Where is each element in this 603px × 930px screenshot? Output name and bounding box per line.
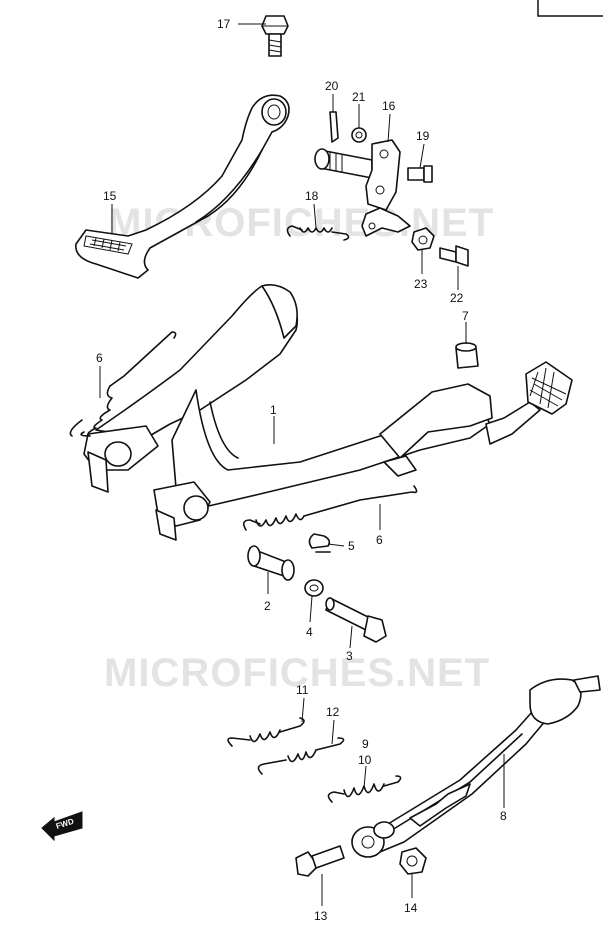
callout-21: 21 (352, 90, 366, 104)
callout-2: 2 (264, 599, 271, 613)
callout-19: 19 (416, 129, 430, 143)
callout-3: 3 (346, 649, 353, 663)
callout-13: 13 (314, 909, 328, 923)
part-14-nut (399, 847, 427, 875)
part-13-pivot-bolt (295, 845, 345, 877)
part-16-brake-shaft-bracket (314, 139, 411, 237)
callout-9: 9 (362, 737, 369, 751)
callout-12: 12 (326, 705, 340, 719)
part-23-nut (411, 227, 435, 251)
part-12-spring (257, 737, 345, 775)
callout-6-lower: 6 (376, 533, 383, 547)
callout-22: 22 (450, 291, 464, 305)
part-19-bolt (407, 165, 433, 183)
callout-15: 15 (103, 189, 117, 203)
callout-4: 4 (306, 625, 313, 639)
part-2-collar (247, 545, 295, 581)
part-22-bolt (439, 245, 469, 267)
callout-16: 16 (382, 99, 396, 113)
callout-20: 20 (325, 79, 339, 93)
callout-6-upper: 6 (96, 351, 103, 365)
part-8-side-stand (351, 675, 601, 858)
fwd-arrow-icon: FWD (41, 811, 83, 842)
watermark-bottom: MICROFICHES.NET (104, 651, 490, 695)
part-15-brake-pedal (75, 94, 290, 279)
callout-10: 10 (358, 753, 372, 767)
part-11-spring (227, 717, 305, 747)
callout-17: 17 (217, 17, 231, 31)
callout-11: 11 (296, 683, 309, 697)
part-21-washer (351, 127, 367, 143)
part-20-pin (329, 111, 339, 143)
callout-labels: 17 20 21 16 19 15 18 23 22 7 6 1 5 6 2 4… (96, 17, 507, 923)
callout-5: 5 (348, 539, 355, 553)
part-6-spring-lower (242, 485, 418, 531)
callout-18: 18 (305, 189, 319, 203)
callout-1: 1 (270, 403, 277, 417)
part-1-center-stand (83, 284, 573, 541)
leader-lines (99, 23, 505, 906)
page-corner-frame (537, 0, 603, 17)
part-3-bolt (325, 597, 387, 643)
callout-23: 23 (414, 277, 428, 291)
part-7-stopper (455, 342, 479, 369)
callout-14: 14 (404, 901, 418, 915)
part-17-bolt (261, 15, 289, 57)
part-4-washer (304, 579, 324, 597)
part-6-spring-upper (69, 331, 177, 437)
part-5-clip (308, 533, 331, 553)
callout-8: 8 (500, 809, 507, 823)
callout-7: 7 (462, 309, 469, 323)
